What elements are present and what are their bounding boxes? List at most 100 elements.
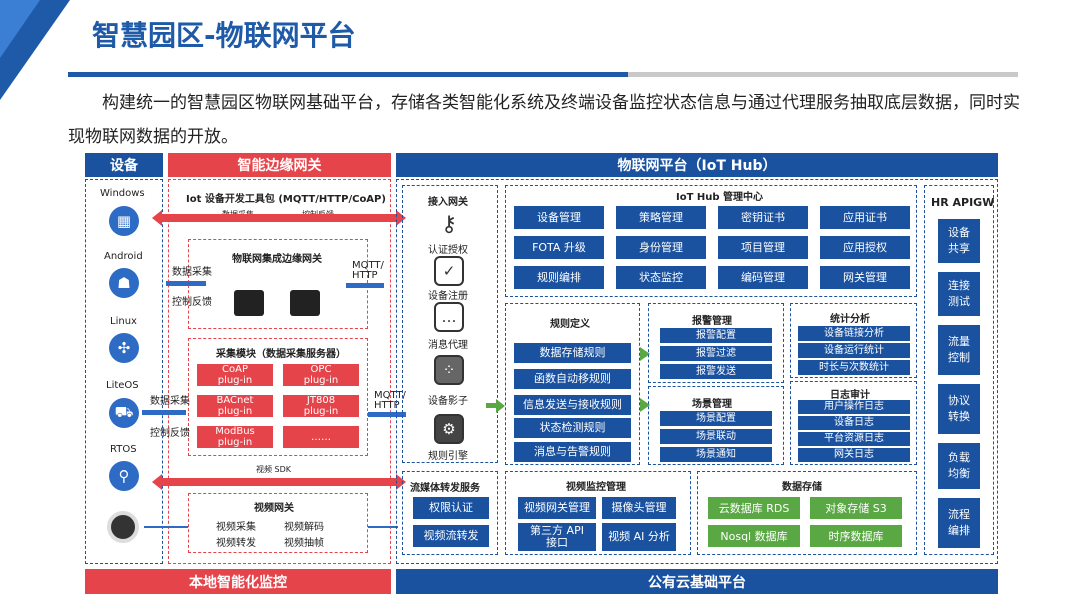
- video-mon-button[interactable]: 第三方 API 接口: [518, 523, 596, 551]
- rule-button[interactable]: 信息发送与接收规则: [514, 395, 631, 415]
- stats-button[interactable]: 时长与次数统计: [798, 360, 910, 375]
- sdk-arrow-left: [152, 210, 162, 226]
- access-item-label: 消息代理: [428, 336, 468, 351]
- stream-button[interactable]: 视频流转发: [413, 525, 489, 547]
- mgmt-button[interactable]: 网关管理: [820, 266, 910, 289]
- mgmt-button[interactable]: 设备管理: [514, 206, 604, 229]
- mgmt-button[interactable]: 应用授权: [820, 236, 910, 259]
- mgmt-button[interactable]: 密钥证书: [718, 206, 808, 229]
- video-gateway-title: 视频网关: [254, 499, 294, 514]
- mqtt-arrow: [346, 283, 384, 288]
- video-item: 视频采集: [216, 518, 256, 533]
- tap-icon: ⚲: [109, 461, 139, 491]
- title-underline-gray: [628, 72, 1018, 77]
- apigw-button[interactable]: 连接 测试: [938, 272, 980, 316]
- mgmt-button[interactable]: 规则编排: [514, 266, 604, 289]
- video-item: 视频解码: [284, 518, 324, 533]
- alarm-button[interactable]: 报警过滤: [660, 346, 772, 361]
- control-label: 控制反馈: [172, 293, 212, 308]
- storage-title: 数据存储: [782, 478, 822, 493]
- mgmt-button[interactable]: 策略管理: [616, 206, 706, 229]
- mgmt-button[interactable]: 状态监控: [616, 266, 706, 289]
- title-underline: [68, 72, 628, 77]
- public-cloud-footer: 公有云基础平台: [396, 569, 998, 594]
- apigw-button[interactable]: 流量 控制: [938, 325, 980, 375]
- webcam-icon: [107, 511, 139, 543]
- sdk-arrow-bar: [158, 214, 398, 222]
- mgmt-button[interactable]: 身份管理: [616, 236, 706, 259]
- iot-hub-header: 物联网平台（IoT Hub）: [396, 153, 998, 177]
- stats-button[interactable]: 设备链接分析: [798, 326, 910, 341]
- blackberry-icon: ⁘: [434, 355, 464, 385]
- video-arrow-left: [152, 474, 162, 490]
- mgmt-button[interactable]: FOTA 升级: [514, 236, 604, 259]
- storage-button[interactable]: 对象存储 S3: [810, 497, 902, 519]
- router-icon: [234, 290, 264, 316]
- alarm-button[interactable]: 报警配置: [660, 328, 772, 343]
- edge-gateway-title: 物联网集成边缘网关: [232, 250, 322, 265]
- rule-button[interactable]: 数据存储规则: [514, 343, 631, 363]
- scene-button[interactable]: 场景联动: [660, 429, 772, 444]
- router-icon: [290, 290, 320, 316]
- access-gateway-title: 接入网关: [428, 193, 468, 208]
- stats-button[interactable]: 设备运行统计: [798, 343, 910, 358]
- chat-icon: …: [434, 302, 464, 332]
- mgmt-button[interactable]: 项目管理: [718, 236, 808, 259]
- storage-button[interactable]: 云数据库 RDS: [708, 497, 800, 519]
- audit-title: 日志审计: [830, 386, 870, 401]
- engine-icon: ⚙: [434, 414, 464, 444]
- device-label-liteos: LiteOS: [106, 380, 139, 391]
- stream-button[interactable]: 权限认证: [413, 497, 489, 519]
- apigw-button[interactable]: 流程 编排: [938, 498, 980, 548]
- plugin-more: ……: [283, 426, 359, 448]
- apigw-button[interactable]: 协议 转换: [938, 384, 980, 434]
- rule-button[interactable]: 状态检测规则: [514, 418, 631, 438]
- local-monitor-footer: 本地智能化监控: [85, 569, 391, 594]
- storage-button[interactable]: Nosql 数据库: [708, 525, 800, 547]
- rules-title: 规则定义: [550, 315, 590, 330]
- edge-header: 智能边缘网关: [168, 153, 391, 177]
- page-title: 智慧园区-物联网平台: [92, 14, 356, 54]
- access-item-label: 认证授权: [428, 241, 468, 256]
- clipboard-check-icon: ✓: [434, 256, 464, 286]
- audit-button[interactable]: 平台资源日志: [798, 432, 910, 446]
- video-sdk-arrow: [158, 478, 398, 486]
- mgmt-button[interactable]: 编码管理: [718, 266, 808, 289]
- access-item-label: 规则引擎: [428, 447, 468, 462]
- alarm-button[interactable]: 报警发送: [660, 364, 772, 379]
- storage-button[interactable]: 时序数据库: [810, 525, 902, 547]
- corner-decoration-light: [0, 0, 40, 58]
- mgmt-center-title: IoT Hub 管理中心: [676, 188, 763, 203]
- collect-arrow-2: [142, 410, 186, 415]
- apigw-button[interactable]: 负载 均衡: [938, 443, 980, 489]
- audit-button[interactable]: 用户操作日志: [798, 400, 910, 414]
- video-item: 视频转发: [216, 534, 256, 549]
- audit-button[interactable]: 设备日志: [798, 416, 910, 430]
- scene-button[interactable]: 场景通知: [660, 447, 772, 462]
- sdk-title: Iot 设备开发工具包 (MQTT/HTTP/CoAP): [186, 190, 386, 205]
- video-mon-button[interactable]: 视频 AI 分析: [602, 523, 676, 551]
- rule-button[interactable]: 函数自动移规则: [514, 369, 631, 389]
- video-mon-button[interactable]: 视频网关管理: [518, 497, 596, 519]
- apigw-title: HR APIGW: [931, 196, 994, 209]
- collect-label: 数据采集: [172, 263, 212, 278]
- plugin-jt808: JT808plug-in: [283, 395, 359, 417]
- scene-button[interactable]: 场景配置: [660, 411, 772, 426]
- mgmt-button[interactable]: 应用证书: [820, 206, 910, 229]
- windows-icon: ▦: [109, 206, 139, 236]
- device-label-linux: Linux: [110, 316, 137, 327]
- device-label-rtos: RTOS: [110, 444, 137, 455]
- video-sdk-label: 视频 SDK: [256, 464, 291, 475]
- car-icon: ⛟: [109, 398, 139, 428]
- audit-button[interactable]: 网关日志: [798, 448, 910, 462]
- rule-button[interactable]: 消息与告警规则: [514, 442, 631, 462]
- video-mon-button[interactable]: 摄像头管理: [602, 497, 676, 519]
- apigw-button[interactable]: 设备 共享: [938, 219, 980, 263]
- devices-header: 设备: [85, 153, 163, 177]
- access-item-label: 设备影子: [428, 392, 468, 407]
- access-item-label: 设备注册: [428, 287, 468, 302]
- alarm-title: 报警管理: [692, 312, 732, 327]
- devices-panel: [85, 179, 163, 564]
- device-label-windows: Windows: [100, 188, 145, 199]
- collect-arrow: [166, 281, 206, 286]
